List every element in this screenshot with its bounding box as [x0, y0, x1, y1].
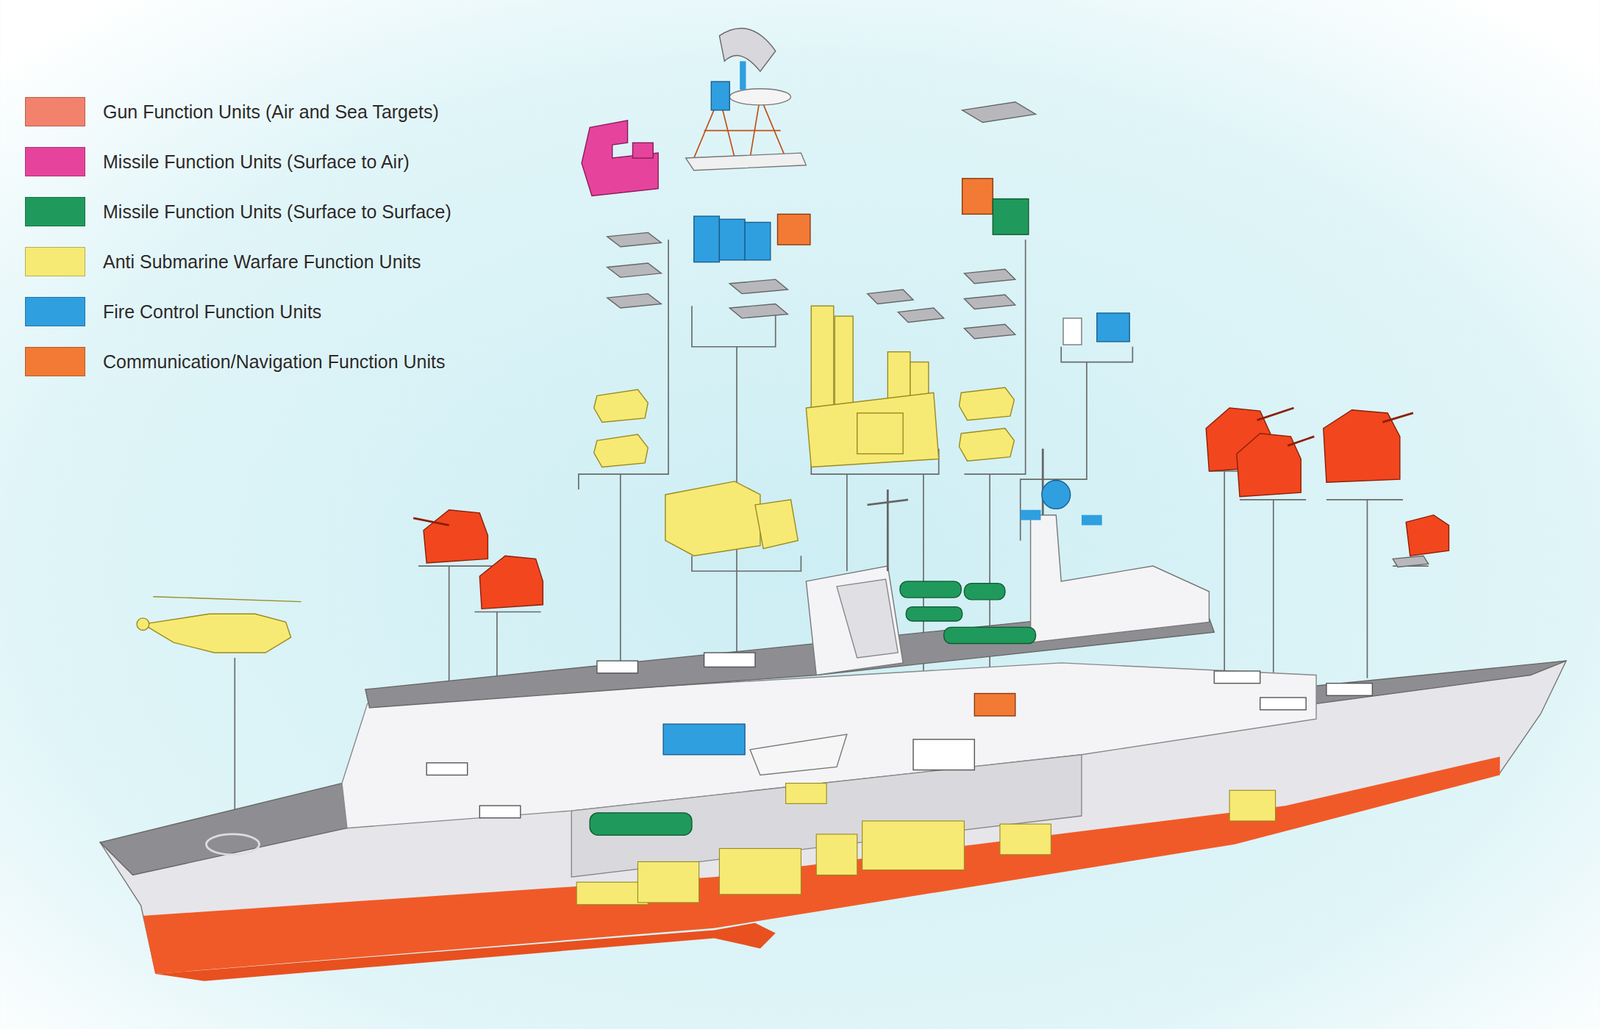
legend-swatch — [25, 147, 86, 177]
legend: Gun Function Units (Air and Sea Targets)… — [25, 86, 452, 387]
legend-text: Fire Control Function Units — [102, 301, 322, 323]
legend-swatch — [25, 197, 86, 227]
legend-row: Missile Function Units (Surface to Air) — [25, 136, 452, 187]
legend-text: Anti Submarine Warfare Function Units — [102, 251, 422, 273]
legend-row: Missile Function Units (Surface to Surfa… — [25, 186, 452, 237]
legend-text: Missile Function Units (Surface to Air) — [102, 151, 410, 173]
legend-row: Fire Control Function Units — [25, 286, 452, 337]
legend-swatch — [25, 97, 86, 127]
legend-swatch — [25, 247, 86, 277]
legend-row: Gun Function Units (Air and Sea Targets) — [25, 86, 452, 137]
legend-text: Gun Function Units (Air and Sea Targets) — [102, 101, 439, 123]
legend-row: Communication/Navigation Function Units — [25, 336, 452, 387]
legend-text: Missile Function Units (Surface to Surfa… — [102, 201, 452, 223]
legend-text: Communication/Navigation Function Units — [102, 351, 446, 373]
legend-swatch — [25, 347, 86, 377]
legend-row: Anti Submarine Warfare Function Units — [25, 236, 452, 287]
legend-swatch — [25, 297, 86, 327]
